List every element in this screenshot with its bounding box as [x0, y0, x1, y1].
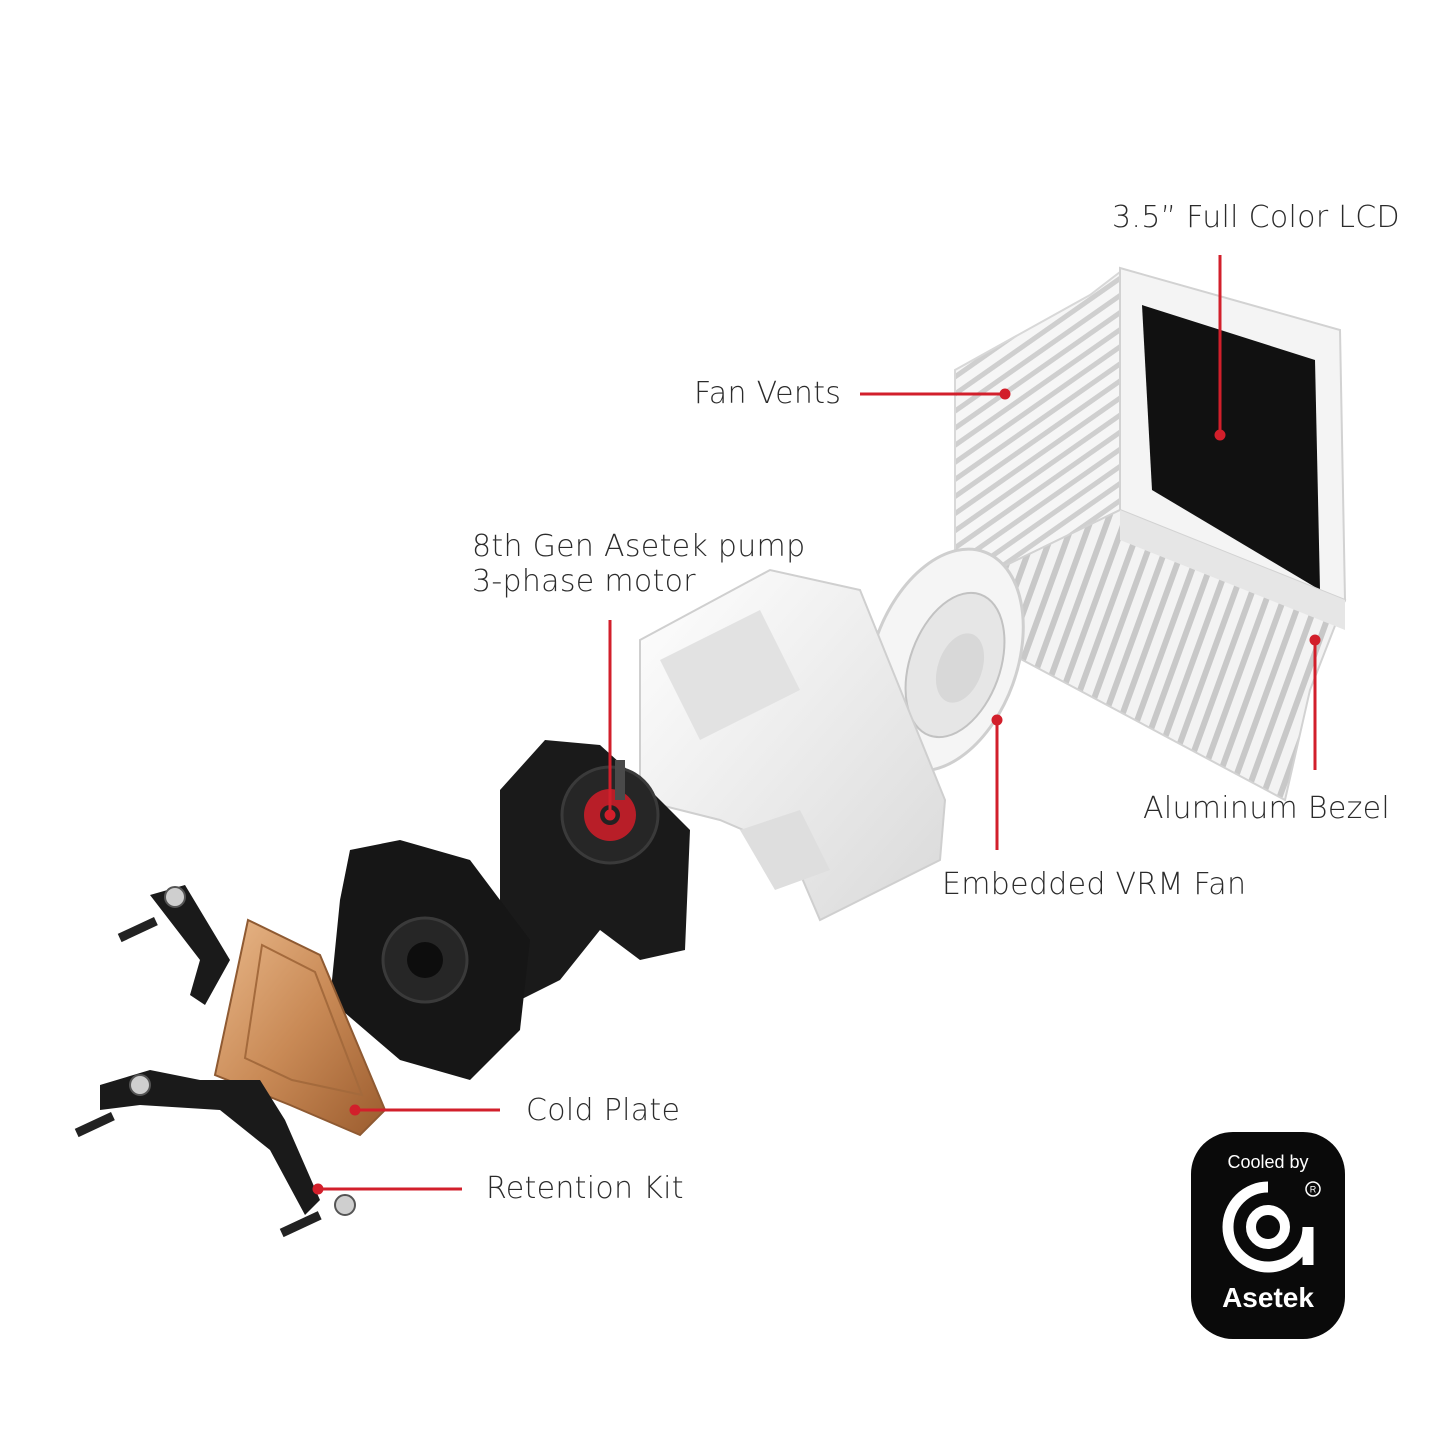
pump-body [330, 840, 530, 1080]
svg-text:R: R [1310, 1185, 1317, 1195]
asetek-logo-icon: R [1222, 1181, 1321, 1273]
label-lcd: 3.5” Full Color LCD [1112, 200, 1400, 235]
badge-brand: Asetek [1222, 1282, 1314, 1313]
retention-kit [74, 885, 356, 1238]
lcd-pump-head [953, 266, 1347, 802]
label-fan-vents: Fan Vents [694, 376, 842, 411]
label-pump-line2: 3-phase motor [472, 564, 696, 599]
label-pump-line1: 8th Gen Asetek pump [472, 529, 806, 564]
label-retention-kit: Retention Kit [486, 1171, 684, 1206]
label-vrm-fan: Embedded VRM Fan [942, 867, 1247, 902]
label-bezel: Aluminum Bezel [1143, 791, 1391, 826]
label-cold-plate: Cold Plate [526, 1093, 681, 1128]
badge-cooled-by: Cooled by [1227, 1152, 1309, 1172]
white-housing [639, 568, 947, 922]
asetek-badge: Cooled by R Asetek [1191, 1132, 1345, 1339]
callout-lines [312, 255, 1321, 1195]
